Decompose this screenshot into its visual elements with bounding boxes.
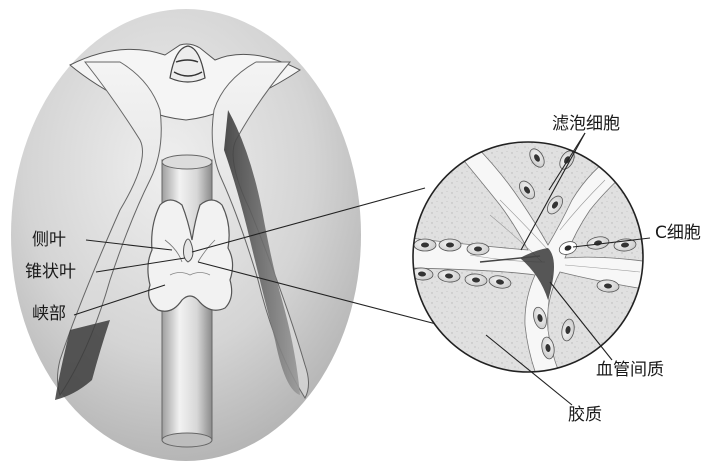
label-follicular-cell: 滤泡细胞 [552,116,620,133]
label-colloid: 胶质 [568,407,602,424]
label-pyramidal-lobe: 锥状叶 [25,264,76,281]
trachea-top [162,155,212,169]
label-isthmus: 峡部 [32,306,66,323]
label-interstitium: 血管间质 [596,362,664,379]
trachea-bottom [162,433,212,447]
label-c-cell: C细胞 [655,225,701,242]
label-lateral-lobe: 侧叶 [32,232,66,249]
